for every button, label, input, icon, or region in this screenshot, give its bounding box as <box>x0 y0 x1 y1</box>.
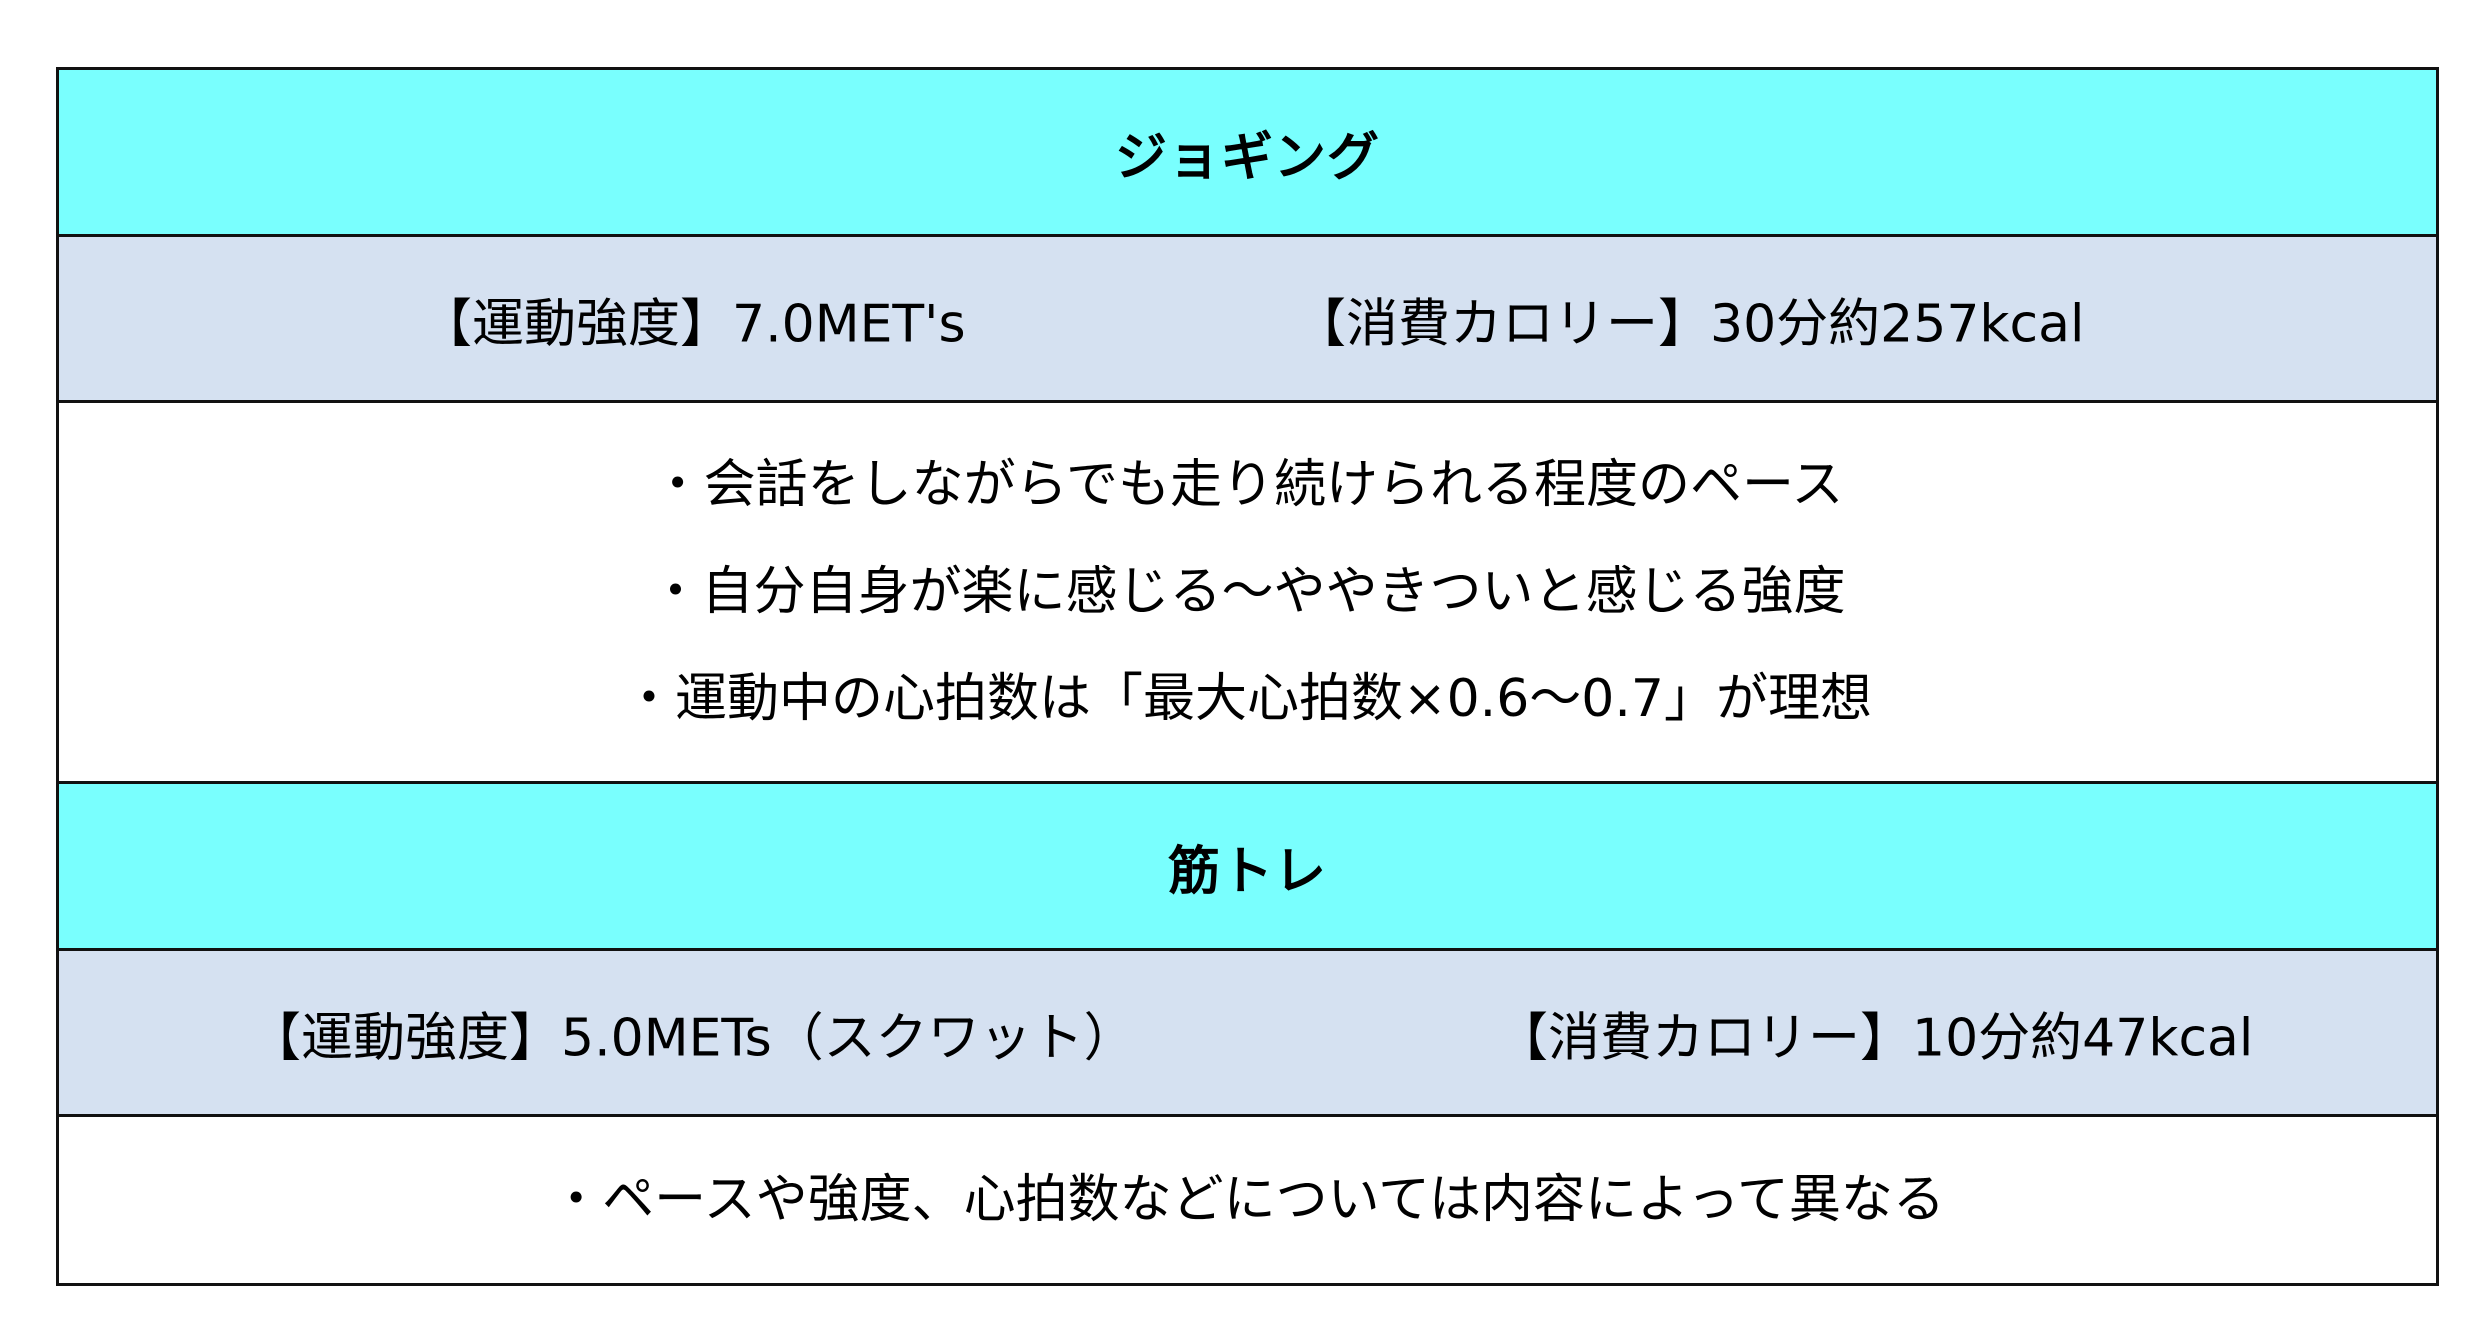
jogging-stats-row: 【運動強度】7.0MET's 【消費カロリー】30分約257kcal <box>59 237 2436 403</box>
jogging-note: ・運動中の心拍数は「最大心拍数×0.6〜0.7」が理想 <box>623 668 1872 729</box>
strength-intensity: 【運動強度】5.0METs（スクワット） <box>249 1008 1136 1068</box>
jogging-header-row: ジョギング <box>59 70 2436 237</box>
strength-header-row: 筋トレ <box>59 784 2436 951</box>
jogging-note: ・会話をしながらでも走り続けられる程度のペース <box>651 454 1844 515</box>
jogging-note: ・自分自身が楽に感じる〜ややきついと感じる強度 <box>649 561 1846 622</box>
strength-calories: 【消費カロリー】10分約47kcal <box>1496 1008 2254 1068</box>
strength-note: ・ペースや強度、心拍数などについては内容によって異なる <box>550 1169 1945 1230</box>
strength-notes-row: ・ペースや強度、心拍数などについては内容によって異なる <box>59 1117 2436 1283</box>
jogging-notes-row: ・会話をしながらでも走り続けられる程度のペース ・自分自身が楽に感じる〜ややきつ… <box>59 403 2436 784</box>
exercise-comparison-table: ジョギング 【運動強度】7.0MET's 【消費カロリー】30分約257kcal… <box>56 67 2439 1286</box>
strength-stats-row: 【運動強度】5.0METs（スクワット） 【消費カロリー】10分約47kcal <box>59 951 2436 1117</box>
jogging-title: ジョギング <box>1114 127 1380 188</box>
jogging-intensity: 【運動強度】7.0MET's <box>420 294 966 354</box>
jogging-calories: 【消費カロリー】30分約257kcal <box>1294 294 2085 354</box>
strength-title: 筋トレ <box>1167 841 1327 902</box>
